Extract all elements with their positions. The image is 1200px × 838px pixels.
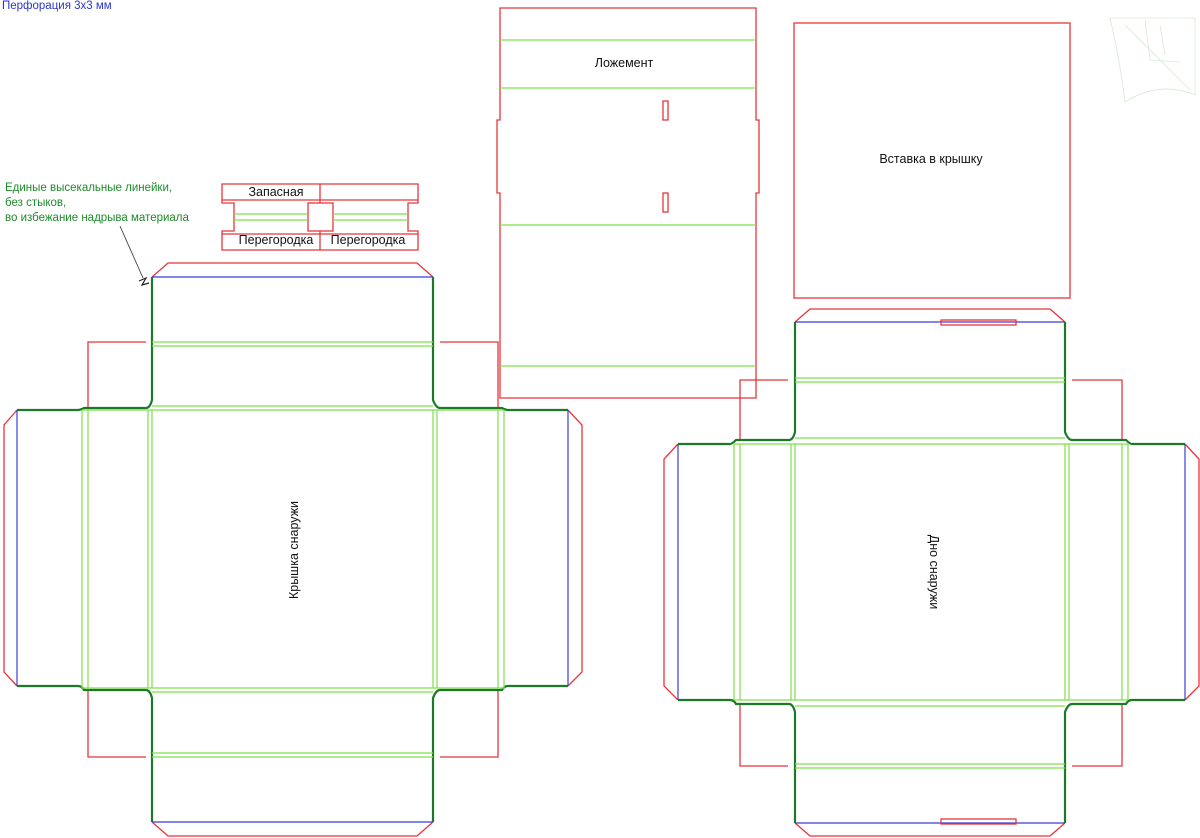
label-peregorodka-1: Перегородка: [239, 233, 314, 247]
label-bottom-outside: Дно снаружи: [927, 535, 941, 609]
die-rule-note-line-1: Единые высекальные линейки,: [5, 182, 173, 194]
die-rule-leader: [119, 225, 150, 286]
die-rule-note-line-2: без стыков,: [5, 197, 67, 209]
label-lozhement: Ложемент: [595, 56, 654, 70]
die-rule-note: Единые высекальные линейки, без стыков, …: [5, 181, 189, 226]
lid-net: Крышка снаружи: [3, 262, 583, 837]
lozhement-panel: Ложемент: [496, 7, 760, 399]
bottom-net: Дно снаружи: [663, 308, 1200, 837]
perforation-legend: Перфорация 3х3 мм: [2, 0, 112, 12]
label-peregorodka-2: Перегородка: [331, 233, 406, 247]
vstavka-panel: Вставка в крышку: [793, 22, 1071, 299]
partition-group: Запасная Перегородка Перегородка: [221, 183, 419, 251]
watermark-logo: [1109, 17, 1196, 103]
label-zapasnaya: Запасная: [248, 185, 303, 199]
label-lid-outside: Крышка снаружи: [287, 501, 301, 599]
die-rule-note-line-3: во избежание надрыва материала: [5, 212, 189, 224]
label-vstavka: Вставка в крышку: [879, 152, 983, 166]
